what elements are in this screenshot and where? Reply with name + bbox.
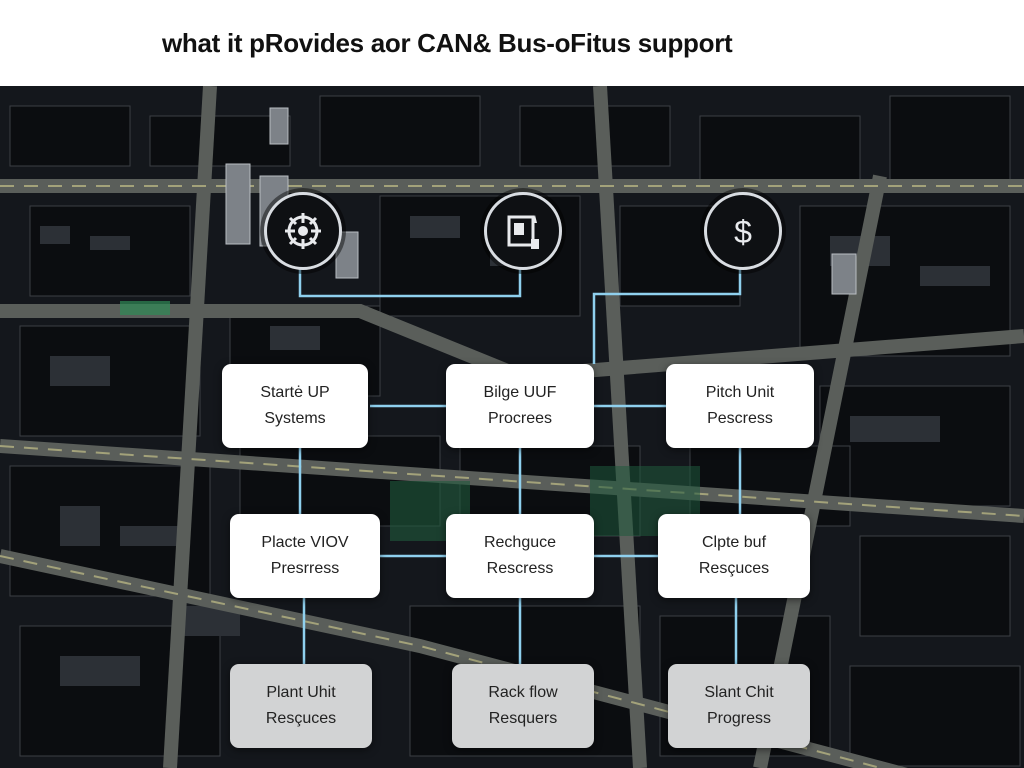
- box-line1: Rack flow: [488, 684, 558, 701]
- process-box-plant-unit[interactable]: Plant Uhit Resçuces: [230, 664, 372, 748]
- box-line1: Slant Chit: [704, 684, 774, 701]
- box-line1: Bilge UUF: [483, 384, 557, 401]
- process-box-bilge[interactable]: Bilge UUF Procrees: [446, 364, 594, 448]
- box-line2: Procrees: [487, 410, 553, 427]
- process-box-rack-flow[interactable]: Rack flow Resquers: [452, 664, 594, 748]
- dollar-icon: $: [704, 192, 782, 270]
- header-bar: what it pRovides aor CAN& Bus-oFitus sup…: [0, 0, 1024, 86]
- process-box-startup-systems[interactable]: Startė UP Systems: [222, 364, 368, 448]
- box-line2: Resquers: [488, 710, 558, 727]
- box-line1: Clpte buf: [701, 534, 767, 551]
- box-line1: Rechguce: [483, 534, 557, 551]
- box-line1: Placte VIOV: [261, 534, 349, 551]
- box-line2: Rescress: [486, 560, 554, 577]
- process-box-rechguce[interactable]: Rechguce Rescress: [446, 514, 594, 598]
- box-line1: Plant Uhit: [266, 684, 336, 701]
- box-line2: Resçuces: [698, 560, 770, 577]
- process-box-placte[interactable]: Placte VIOV Presrress: [230, 514, 380, 598]
- document-chart-icon: [484, 192, 562, 270]
- process-box-slant-chit[interactable]: Slant Chit Progress: [668, 664, 810, 748]
- page-title: what it pRovides aor CAN& Bus-oFitus sup…: [162, 28, 733, 58]
- svg-text:$: $: [734, 214, 752, 250]
- network-gear-icon: [264, 192, 342, 270]
- process-box-clpte[interactable]: Clpte buf Resçuces: [658, 514, 810, 598]
- box-line1: Pitch Unit: [705, 384, 775, 401]
- box-line2: Progress: [706, 710, 772, 727]
- box-line2: Resçuces: [265, 710, 337, 727]
- box-line2: Presrress: [270, 560, 340, 577]
- box-line2: Pescress: [707, 410, 773, 427]
- process-box-pitch-unit[interactable]: Pitch Unit Pescress: [666, 364, 814, 448]
- box-line2: Systems: [264, 410, 326, 427]
- box-line1: Startė UP: [260, 384, 330, 401]
